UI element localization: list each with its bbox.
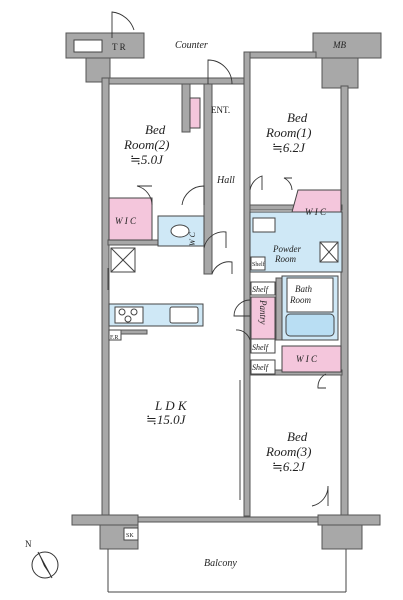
toilet: [170, 224, 190, 238]
wet-areas: [157, 211, 343, 341]
bed3-title: Bed: [287, 429, 308, 444]
bed1-title: Bed: [287, 110, 308, 125]
wic-bottom: [281, 345, 342, 373]
bed2-room: Room(2): [123, 137, 170, 152]
washbasin: [252, 217, 276, 233]
stove: [114, 306, 144, 324]
ent-closet: [189, 97, 201, 129]
balcony: [107, 527, 347, 593]
shelf-small-label: Shelf: [252, 261, 265, 268]
shelf-3-label: Shelf: [252, 363, 270, 372]
pantry-label: Pantry: [258, 299, 268, 325]
pantry-box: [250, 296, 276, 340]
kitchen: [108, 247, 204, 341]
wic-bottom-label: W I C: [296, 354, 318, 364]
doors: [107, 11, 329, 507]
wic-left-label: W I C: [115, 216, 137, 226]
bath-unit: [286, 277, 334, 313]
bed1-size: ≒6.2J: [272, 140, 306, 155]
balcony-label: Balcony: [204, 558, 237, 569]
mb-label: MB: [332, 40, 346, 50]
counter-label: Counter: [175, 40, 208, 51]
room-labels: T R MB Counter ENT. Bed Room(2) ≒5.0J Be…: [25, 40, 346, 569]
tr-label: T R: [112, 42, 126, 52]
bed1-room: Room(1): [265, 125, 312, 140]
wc-label: W C: [188, 231, 197, 246]
wic-left: [108, 197, 153, 241]
hall-label: Hall: [216, 175, 235, 186]
fridge-space: [108, 329, 122, 341]
bath-room-label: Room: [289, 295, 311, 305]
shelf-1-label: Shelf: [252, 285, 270, 294]
powder-room-label: Room: [274, 254, 296, 264]
sk-label: SK: [126, 533, 134, 539]
ldk-size: ≒15.0J: [146, 412, 187, 427]
ent-label: ENT.: [211, 105, 230, 115]
bed2-title: Bed: [145, 122, 166, 137]
bed3-room: Room(3): [265, 444, 312, 459]
bed2-size: ≒5.0J: [130, 152, 164, 167]
powder-title: Powder: [272, 244, 301, 254]
north-label: N: [25, 539, 32, 549]
wic-right-label: W I C: [305, 207, 327, 217]
bath-title: Bath: [295, 284, 312, 294]
sink: [169, 306, 199, 324]
bed3-size: ≒6.2J: [272, 459, 306, 474]
bathtub: [285, 313, 335, 337]
north-arrow-icon: [31, 551, 59, 579]
shelf-2-label: Shelf: [252, 343, 270, 352]
ldk-title: L D K: [154, 398, 188, 413]
fr-label: F.R: [110, 335, 118, 341]
shelves: [250, 256, 276, 375]
